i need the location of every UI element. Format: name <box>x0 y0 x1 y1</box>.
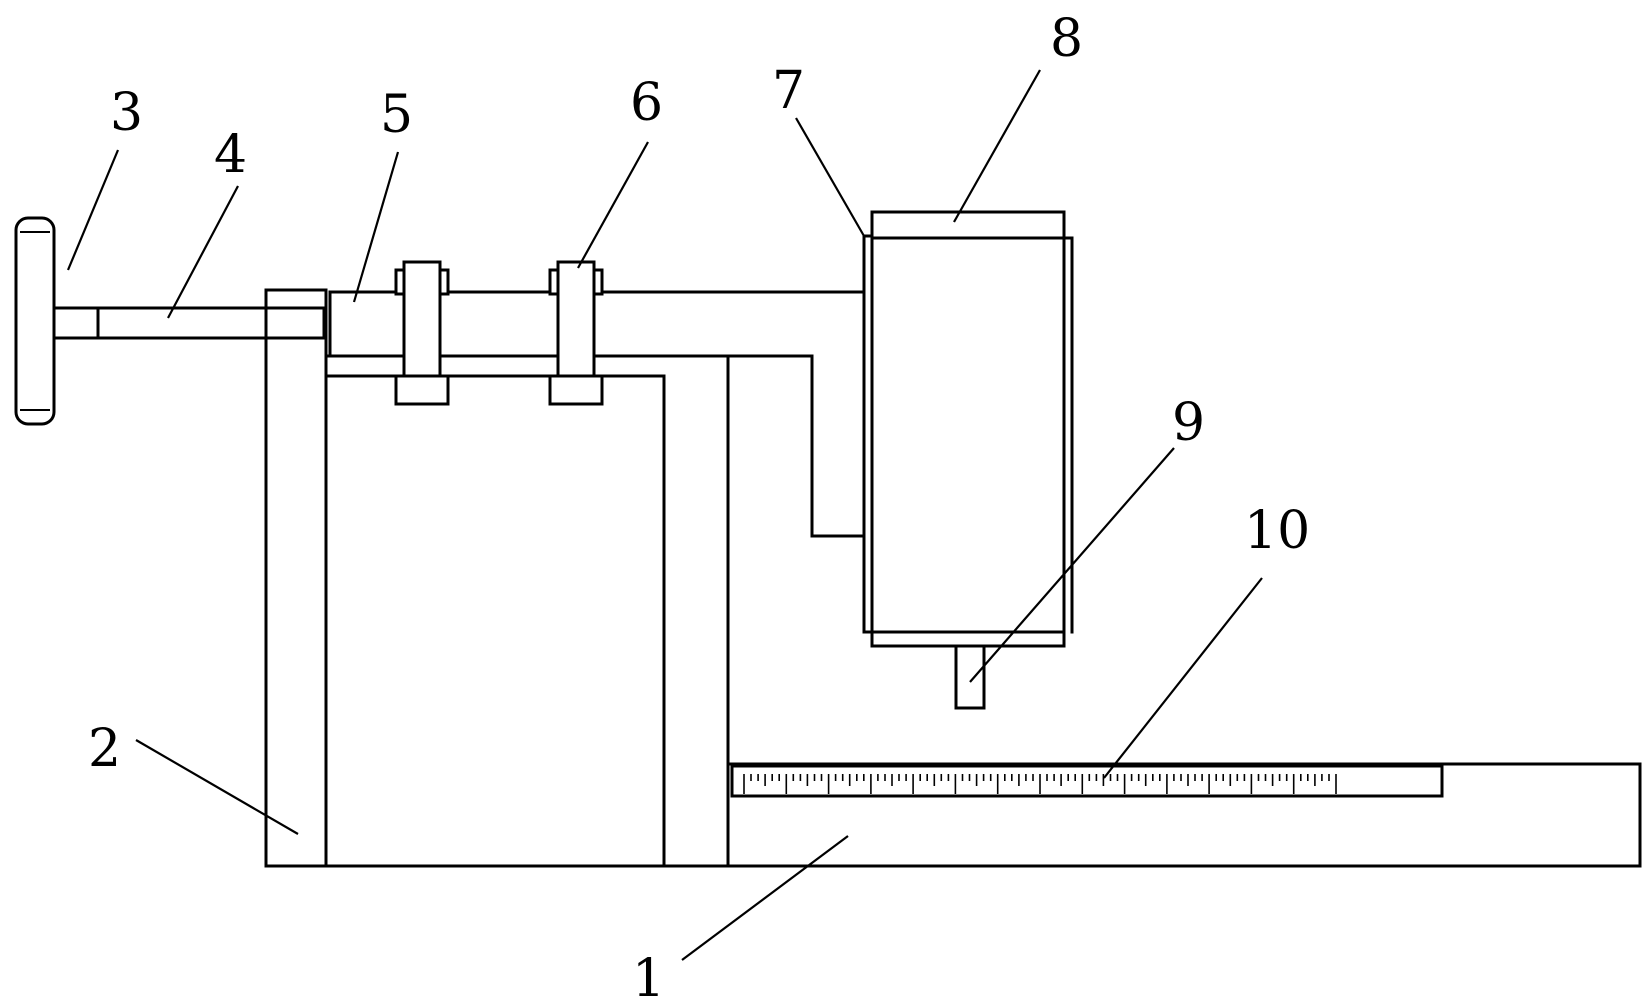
probe-pin <box>954 644 986 710</box>
handwheel <box>14 216 56 426</box>
label-8: 8 <box>1050 9 1083 69</box>
scale-ruler <box>730 764 1444 798</box>
part-labels: 1 2 3 4 5 6 7 8 9 10 <box>88 9 1310 1004</box>
ruler-ticks <box>743 774 1337 794</box>
left-column <box>264 288 328 868</box>
bolts <box>394 260 604 406</box>
label-9: 9 <box>1172 393 1205 453</box>
label-6: 6 <box>630 73 663 133</box>
label-2: 2 <box>88 719 121 779</box>
housing <box>870 210 1074 648</box>
label-5: 5 <box>380 85 413 145</box>
label-7: 7 <box>772 61 805 121</box>
lead-screw <box>52 306 326 340</box>
label-10: 10 <box>1244 501 1310 561</box>
label-1: 1 <box>632 949 665 1004</box>
leader-lines <box>66 69 1263 961</box>
label-4: 4 <box>214 125 247 185</box>
label-3: 3 <box>110 83 143 143</box>
